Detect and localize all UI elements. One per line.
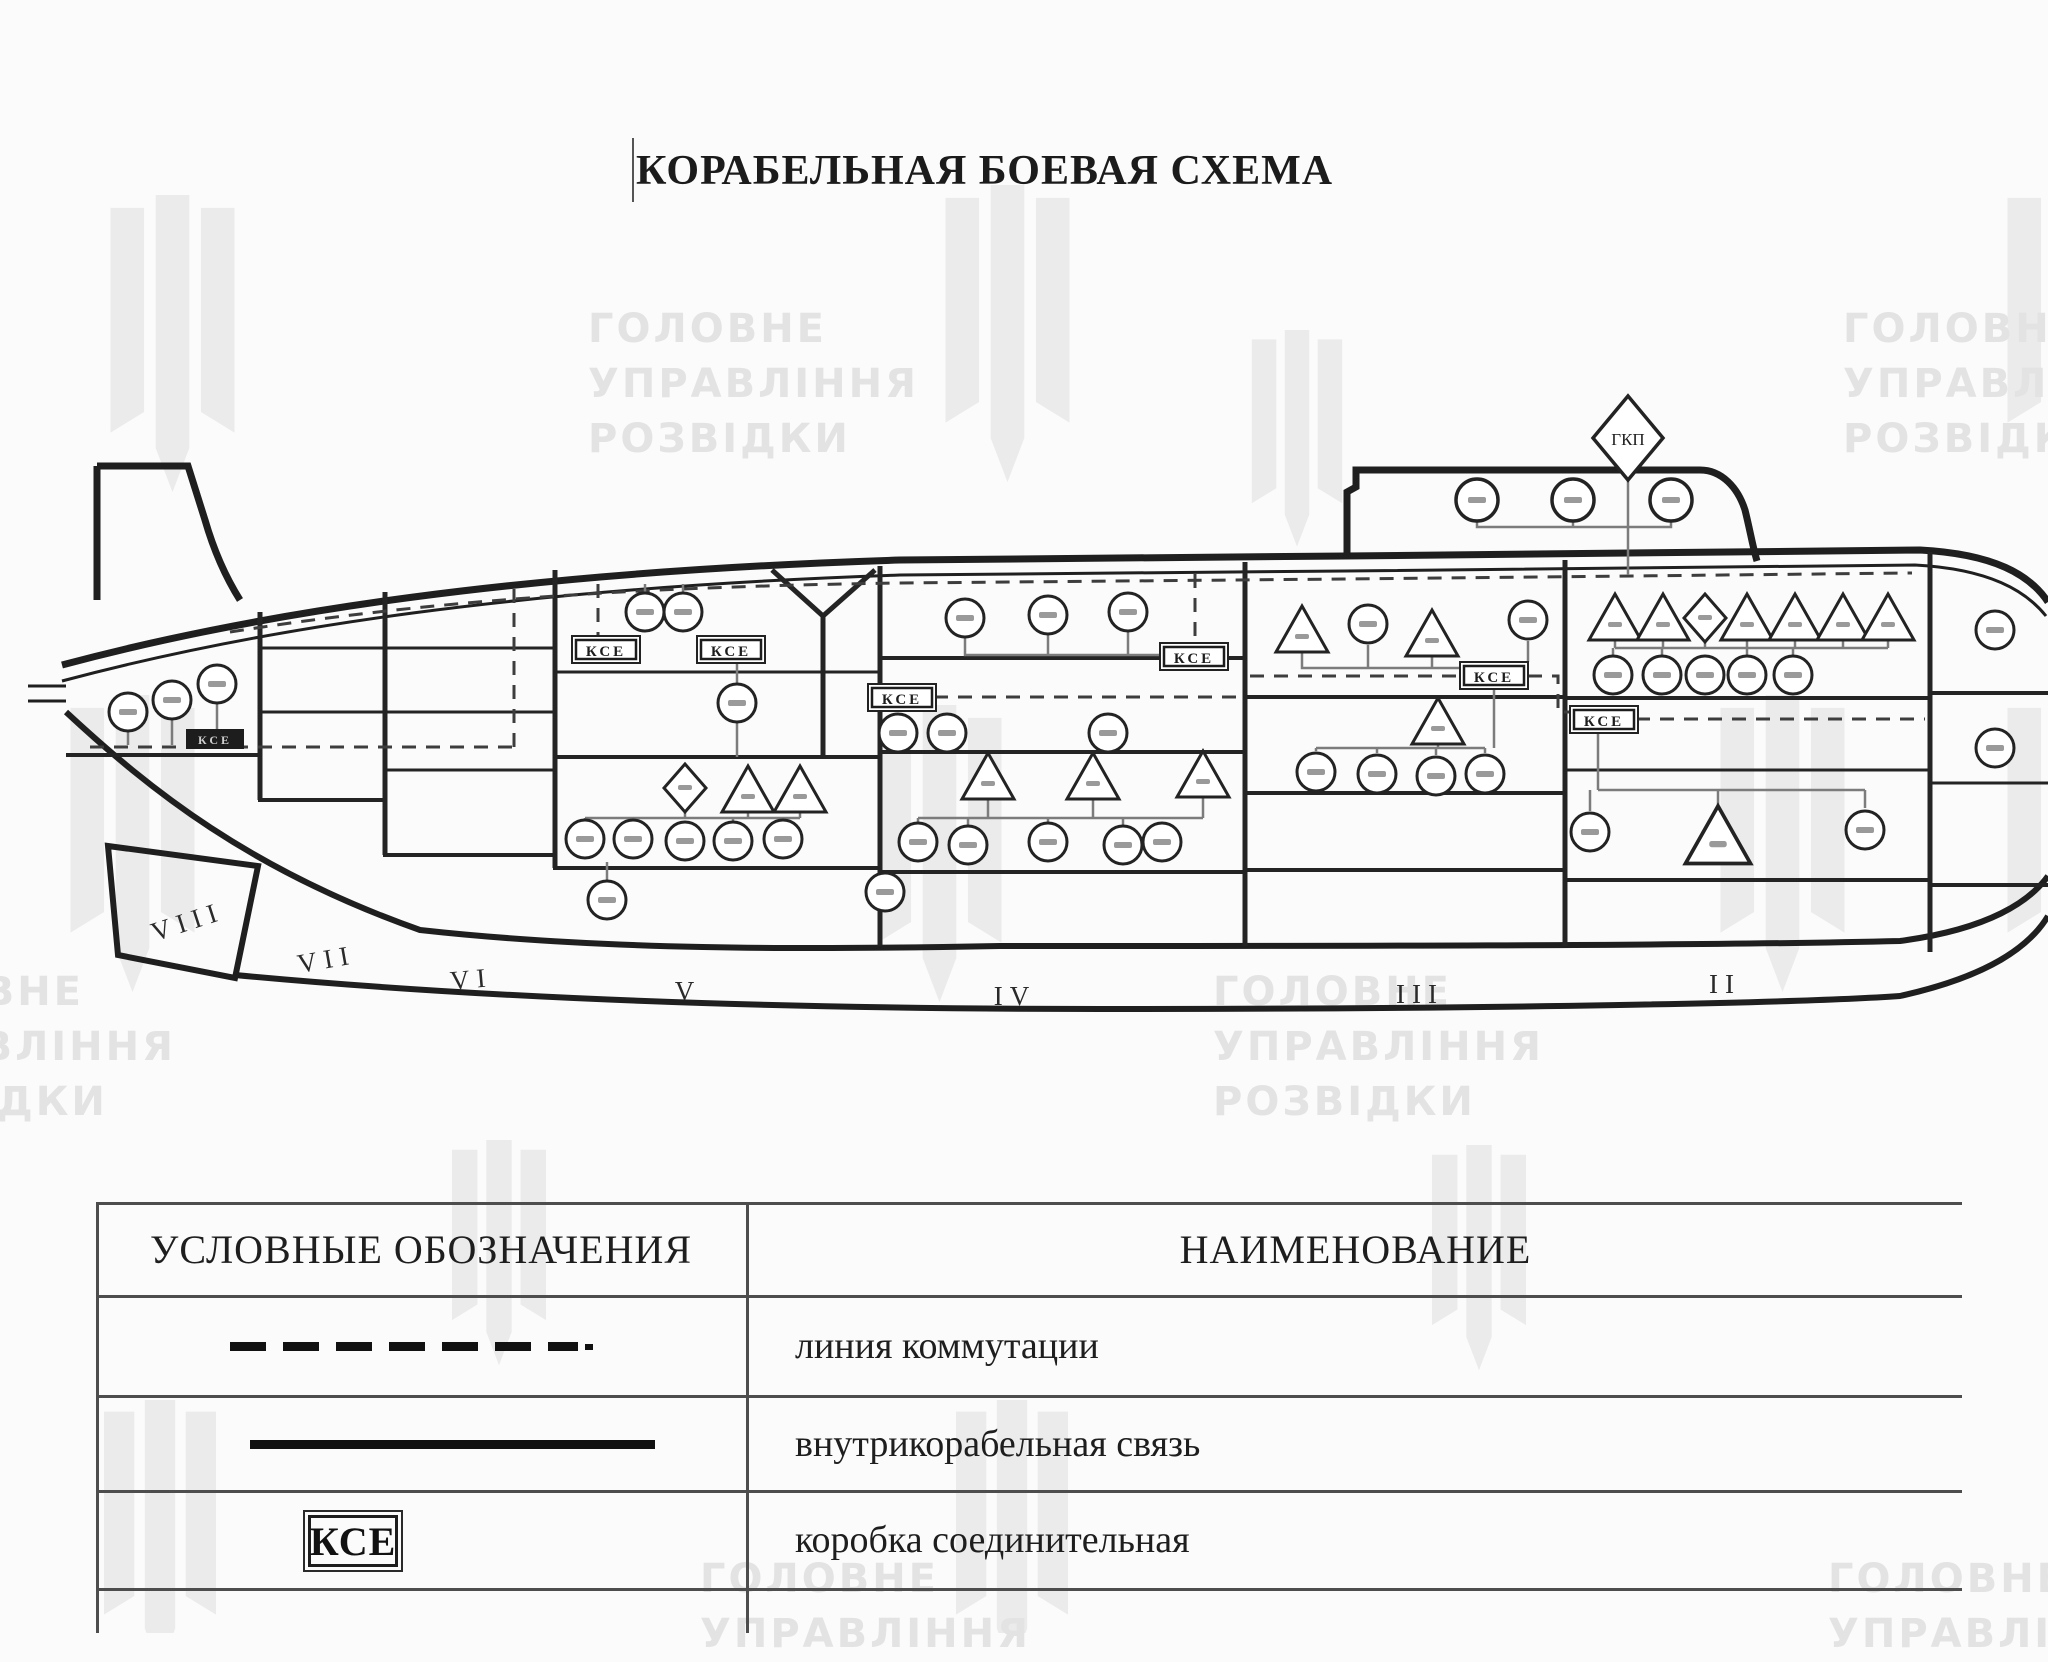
compartment-label: III [1396, 979, 1444, 1009]
legend-row-name: линия коммутации [795, 1324, 1099, 1368]
device-circle [153, 681, 191, 719]
device-triangle [1067, 753, 1119, 799]
device-circle [928, 714, 966, 752]
device-circle [1029, 596, 1067, 634]
device-circle [666, 822, 704, 860]
table-border [96, 1588, 1962, 1591]
junction-box-label: КСЕ [1474, 670, 1514, 686]
compartment-label: VI [449, 962, 494, 996]
device-triangle [1406, 610, 1458, 656]
device-circle [1089, 714, 1127, 752]
device-circle [664, 593, 702, 631]
device-label-smudge [1662, 497, 1680, 503]
device-circle [1571, 813, 1609, 851]
device-circle [1349, 605, 1387, 643]
solid-line-symbol [250, 1440, 655, 1449]
device-circle [1143, 823, 1181, 861]
junction-box-label: КСЕ [711, 644, 751, 660]
device-circle [1594, 656, 1632, 694]
keel-line [235, 916, 2048, 1009]
device-label-smudge [1468, 497, 1486, 503]
device-circle [1297, 753, 1335, 791]
compartment-label: V [675, 976, 702, 1006]
device-circle [1109, 593, 1147, 631]
junction-box-label: КСЕ [198, 733, 232, 747]
device-triangle [1276, 606, 1328, 652]
device-diamond [1684, 594, 1726, 642]
device-label-smudge [1564, 497, 1582, 503]
device-triangle [774, 766, 826, 812]
device-circle [866, 873, 904, 911]
device-circle [714, 822, 752, 860]
sail-devices: ГКП [1456, 396, 1692, 521]
table-border [96, 1295, 1962, 1298]
device-triangle [962, 753, 1014, 799]
device-circle [566, 820, 604, 858]
device-triangle [1817, 594, 1869, 640]
sail-outline [1347, 470, 1757, 561]
device-circle [899, 823, 937, 861]
device-triangle [1721, 594, 1773, 640]
device-triangle [1686, 806, 1751, 864]
hatch-trunk [772, 570, 875, 757]
floor-line [66, 755, 2048, 885]
device-circle [614, 820, 652, 858]
compartment-label: VII [295, 939, 358, 979]
legend-symbols-header: УСЛОВНЫЕ ОБОЗНАЧЕНИЯ [96, 1226, 746, 1273]
compartment-label: IV [994, 981, 1037, 1011]
device-triangle [722, 766, 774, 812]
gkp-label: ГКП [1611, 430, 1644, 449]
device-circle [879, 714, 917, 752]
device-circle [1774, 656, 1812, 694]
device-circle [1029, 823, 1067, 861]
legend-name-header: НАИМЕНОВАНИЕ [749, 1226, 1962, 1273]
dashed-line-symbol [230, 1342, 578, 1351]
device-circle [1358, 755, 1396, 793]
junction-box-label: КСЕ [586, 644, 626, 660]
device-circle [1466, 755, 1504, 793]
junction-box-label: КСЕ [1584, 714, 1624, 730]
device-diamond [664, 764, 706, 812]
device-triangle [1412, 698, 1464, 744]
device-circle [626, 593, 664, 631]
device-circle [1417, 757, 1455, 795]
legend-row-name: внутрикорабельная связь [795, 1422, 1200, 1466]
hull-outline [28, 466, 2048, 1009]
device-circle [109, 693, 147, 731]
device-triangle [1769, 594, 1821, 640]
table-border [96, 1490, 1962, 1493]
device-circle [1728, 656, 1766, 694]
junction-box-label: КСЕ [308, 1515, 398, 1567]
device-circle [1976, 729, 2014, 767]
device-triangle [1637, 594, 1689, 640]
device-circle [1686, 656, 1724, 694]
junction-box-symbol: КСЕ [303, 1510, 403, 1572]
stern-stub-lines [28, 686, 66, 701]
device-circle [718, 684, 756, 722]
device-circle [1976, 611, 2014, 649]
device-triangle [1862, 594, 1914, 640]
device-circle [946, 599, 984, 637]
compartment-labels: VIII VII VI V IV III II [147, 896, 1741, 1011]
device-circle [949, 826, 987, 864]
device-triangle [1589, 594, 1641, 640]
device-circle [1643, 656, 1681, 694]
table-border [96, 1202, 1962, 1205]
dashed-line-symbol-end [585, 1344, 593, 1350]
compartment-label: VIII [147, 896, 227, 948]
device-circle [764, 820, 802, 858]
compartment-label: II [1709, 969, 1741, 999]
legend-row-name: коробка соединительная [795, 1518, 1190, 1562]
device-triangle [1177, 751, 1229, 797]
device-circle [1104, 826, 1142, 864]
junction-box-label: КСЕ [882, 692, 922, 708]
device-circle [1846, 811, 1884, 849]
device-circle [1509, 601, 1547, 639]
device-circle [198, 665, 236, 703]
device-circle [588, 881, 626, 919]
table-border [96, 1395, 1962, 1398]
tail-fin [97, 466, 240, 600]
junction-box-label: КСЕ [1174, 651, 1214, 667]
